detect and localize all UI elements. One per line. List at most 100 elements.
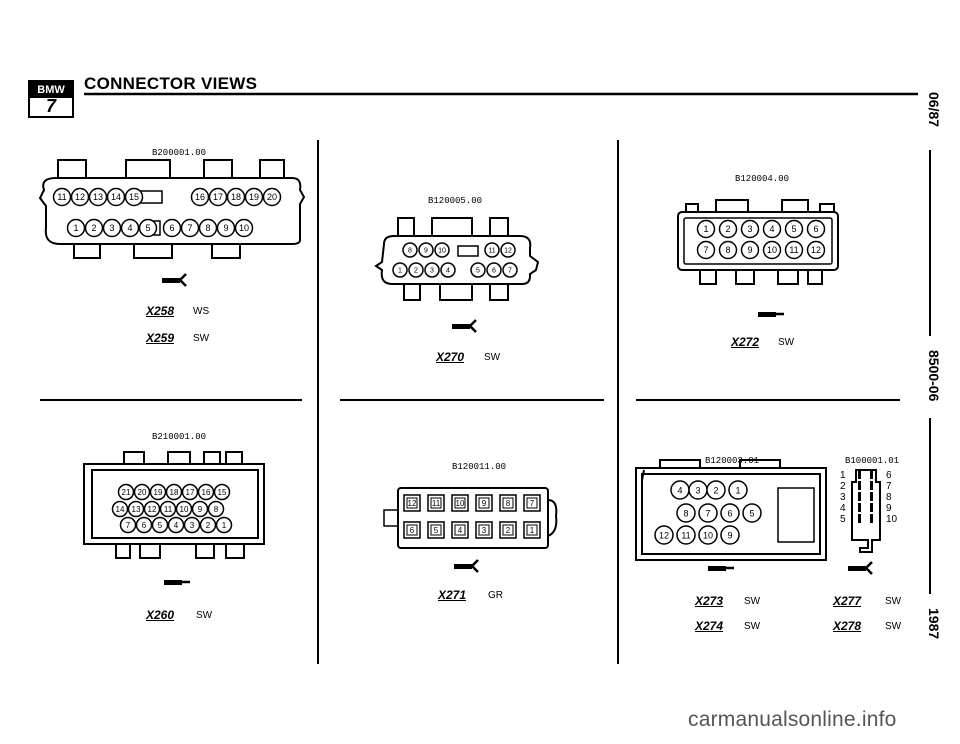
svg-text:9: 9 [482,499,487,508]
terminal-blade [858,481,861,490]
pin-1: 1 [696,219,716,239]
pin-5: 5 [427,521,445,539]
svg-text:3: 3 [747,224,752,234]
pin-4: 4 [670,480,690,500]
svg-text:10: 10 [239,223,249,233]
pin-20: 20 [262,187,282,207]
pin-7: 7 [523,494,541,512]
svg-text:2: 2 [414,268,418,275]
pin-6: 6 [806,219,826,239]
pin-15: 15 [213,483,231,501]
svg-text:13: 13 [132,505,141,514]
pin-9: 9 [475,494,493,512]
bmw-7-logo: BMW 7 [28,80,74,118]
logo-series: 7 [45,96,56,116]
pin-2: 2 [84,218,104,238]
pin-6: 6 [886,470,892,481]
connector-label: X278 [833,619,862,633]
pin-4: 4 [762,219,782,239]
pin-10: 10 [434,242,450,258]
plug-symbol [164,580,190,585]
pin-13: 13 [88,187,108,207]
connector-label: X273 [695,594,724,608]
wire-color: SW [744,596,761,607]
svg-text:5: 5 [749,508,754,518]
pin-2: 2 [408,262,424,278]
pin-9: 9 [216,218,236,238]
connector-housing-x277 [851,469,881,553]
pin-15: 15 [124,187,144,207]
pin-17: 17 [181,483,199,501]
pin-9: 9 [191,500,209,518]
pin-6: 6 [720,503,740,523]
pin-4: 4 [451,521,469,539]
pin-10: 10 [451,494,469,512]
pin-5: 5 [151,516,169,534]
svg-text:11: 11 [164,505,173,514]
pin-7: 7 [886,481,892,492]
svg-text:15: 15 [218,488,227,497]
pin-6: 6 [403,521,421,539]
svg-text:10: 10 [180,505,189,514]
svg-text:18: 18 [231,192,241,202]
svg-text:4: 4 [458,526,463,535]
svg-text:12: 12 [148,505,157,514]
svg-text:1: 1 [703,224,708,234]
svg-text:13: 13 [93,192,103,202]
connector-housing-x273 [635,459,827,561]
svg-text:1: 1 [398,268,402,275]
terminal-blade [870,514,873,523]
pin-7: 7 [696,240,716,260]
pin-12: 12 [654,525,674,545]
svg-text:11: 11 [57,192,66,202]
terminal-blade [870,503,873,512]
svg-text:8: 8 [408,248,412,255]
svg-text:8: 8 [683,508,688,518]
pin-8: 8 [207,500,225,518]
svg-text:6: 6 [142,521,147,530]
svg-text:10: 10 [703,530,713,540]
svg-text:5: 5 [158,521,163,530]
svg-text:3: 3 [430,268,434,275]
wire-color: SW [744,621,761,632]
svg-text:7: 7 [187,223,192,233]
page-title: CONNECTOR VIEWS [84,74,258,93]
connector-label: X270 [436,350,465,364]
svg-text:4: 4 [174,521,179,530]
pin-14: 14 [111,500,129,518]
pin-7: 7 [698,503,718,523]
connector-label: X259 [146,331,175,345]
connector-housing-x272 [677,199,839,285]
pin-3: 3 [840,492,846,503]
plug-symbol [708,566,734,571]
connector-label: X271 [438,588,467,602]
svg-text:19: 19 [154,488,163,497]
part-number-7: B100001.01 [845,456,900,466]
pin-10: 10 [886,514,898,525]
pin-8: 8 [402,242,418,258]
svg-text:12: 12 [408,499,417,508]
svg-text:4: 4 [446,268,450,275]
svg-text:4: 4 [769,224,774,234]
svg-text:2: 2 [725,224,730,234]
pin-14: 14 [106,187,126,207]
connector-housing-x270 [374,217,540,301]
svg-text:9: 9 [198,505,203,514]
pin-9: 9 [720,525,740,545]
pin-19: 19 [244,187,264,207]
pin-3: 3 [424,262,440,278]
svg-text:8: 8 [725,245,730,255]
connector-label: X274 [695,619,724,633]
pin-1: 1 [728,480,748,500]
svg-text:3: 3 [695,485,700,495]
svg-text:5: 5 [145,223,150,233]
svg-text:10: 10 [438,248,446,255]
svg-text:4: 4 [127,223,132,233]
pin-1: 1 [66,218,86,238]
wire-color: WS [193,306,210,317]
pin-2: 2 [499,521,517,539]
svg-text:6: 6 [492,268,496,275]
svg-text:7: 7 [530,499,535,508]
pin-4: 4 [440,262,456,278]
